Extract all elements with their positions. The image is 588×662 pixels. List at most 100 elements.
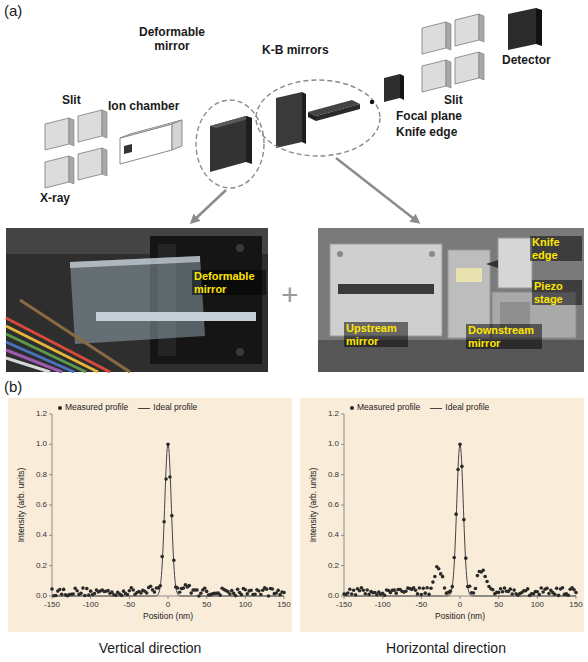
tick-label: 0.0 [36,591,47,600]
measured-point [253,593,257,597]
part-label: Knife edge [396,126,457,140]
kb-mirror-photo-part [498,238,532,288]
axis-title: Intensity (arb. units) [16,468,26,543]
measured-point [346,591,350,595]
ion-chamber [120,120,182,164]
measured-point [510,592,514,596]
kb-mirror-photo-part [318,228,584,372]
tick-label: 1.2 [328,409,339,418]
measured-point [427,593,431,597]
detector [508,8,542,50]
measured-point [574,591,578,595]
entrance-slit [45,110,107,188]
ion-chamber-part [124,144,132,154]
measured-point [512,588,516,592]
tick-label: 0.4 [36,531,47,540]
focal-point [370,100,374,104]
deformable-mirror-photo-part [6,358,50,372]
axis-tick [341,565,344,566]
measured-point [431,580,435,584]
part-label: Ion chamber [108,100,179,114]
measured-point [83,594,87,598]
part-label: X-ray [40,192,70,206]
measured-point [236,588,240,592]
knife-edge-part [384,74,400,102]
measured-point [429,586,433,590]
part-label: K-B mirrors [262,44,329,58]
measured-point [566,593,570,597]
measured-point [189,591,193,595]
plus-sign: + [281,278,299,313]
deformable-mirror-part [246,116,252,164]
measured-point [503,586,507,590]
axis-tick [49,535,52,536]
photo-callout: Upstream mirror [344,322,408,347]
tick-label: 0.6 [328,500,339,509]
measured-point [474,587,478,591]
measured-point [259,593,263,597]
tick-label: 1.0 [36,440,47,449]
measured-point [468,584,472,588]
measured-point [491,588,495,592]
axis-title: Position (nm) [143,611,193,621]
measured-point [508,587,512,591]
chart-caption: Horizontal direction [386,640,506,656]
measured-point [120,594,124,598]
measured-point [420,593,424,597]
photo-callout: Downstream mirror [466,324,542,349]
measured-point [205,590,209,594]
legend-dot-sample [58,406,62,410]
legend-line-sample [138,408,150,409]
tick-label: 0.0 [328,591,339,600]
chart-panel: Intensity (arb. units) Position (nm) [8,398,292,632]
exit-slit-part [422,14,484,92]
tick-label: 50 [202,600,211,609]
panel-letter: (b) [4,378,22,395]
kb-mirrors [256,80,380,156]
measured-point [126,593,130,597]
deformable-mirror [196,100,264,188]
measured-point [350,592,354,596]
measured-point [497,591,501,595]
measured-point [458,443,462,447]
tick-label: 150 [569,600,582,609]
tick-label: 100 [239,600,252,609]
zoom-arrow-part [192,190,226,222]
ideal-profile-line [344,444,576,596]
measured-point [245,592,249,596]
deformable-mirror-part [196,100,264,188]
measured-point [244,588,248,592]
measured-point [481,568,485,572]
measured-point [166,443,170,447]
measured-point [485,580,489,584]
chart-panel: Intensity (arb. units)Position (nm) [300,398,584,632]
measured-point [545,587,549,591]
measured-point [71,592,75,596]
knife-edge [384,74,404,102]
deformable-mirror-photo [6,228,268,372]
deformable-mirror-photo-part [236,244,244,252]
photo-callout: Knife edge [530,236,582,261]
measured-point [170,514,174,518]
measured-point [187,584,191,588]
measured-point [501,590,505,594]
kb-mirror-photo-part [456,268,482,282]
axis-tick [49,444,52,445]
photo-callout: Piezo stage [532,280,582,305]
measured-point [228,592,232,596]
axis-tick [49,596,52,597]
measured-point [452,556,456,560]
axis-tick [341,474,344,475]
measured-point [483,575,487,579]
ideal-profile-line [52,444,284,596]
legend-dot-sample [350,406,354,410]
measured-point [282,591,286,595]
legend-text: Ideal profile [153,403,197,413]
measured-point [354,593,358,597]
measured-point [153,590,157,594]
measured-point [555,587,559,591]
exit-slit [422,14,484,92]
measured-point [240,593,244,597]
legend-text: Measured profile [65,403,128,413]
measured-point [62,588,66,592]
